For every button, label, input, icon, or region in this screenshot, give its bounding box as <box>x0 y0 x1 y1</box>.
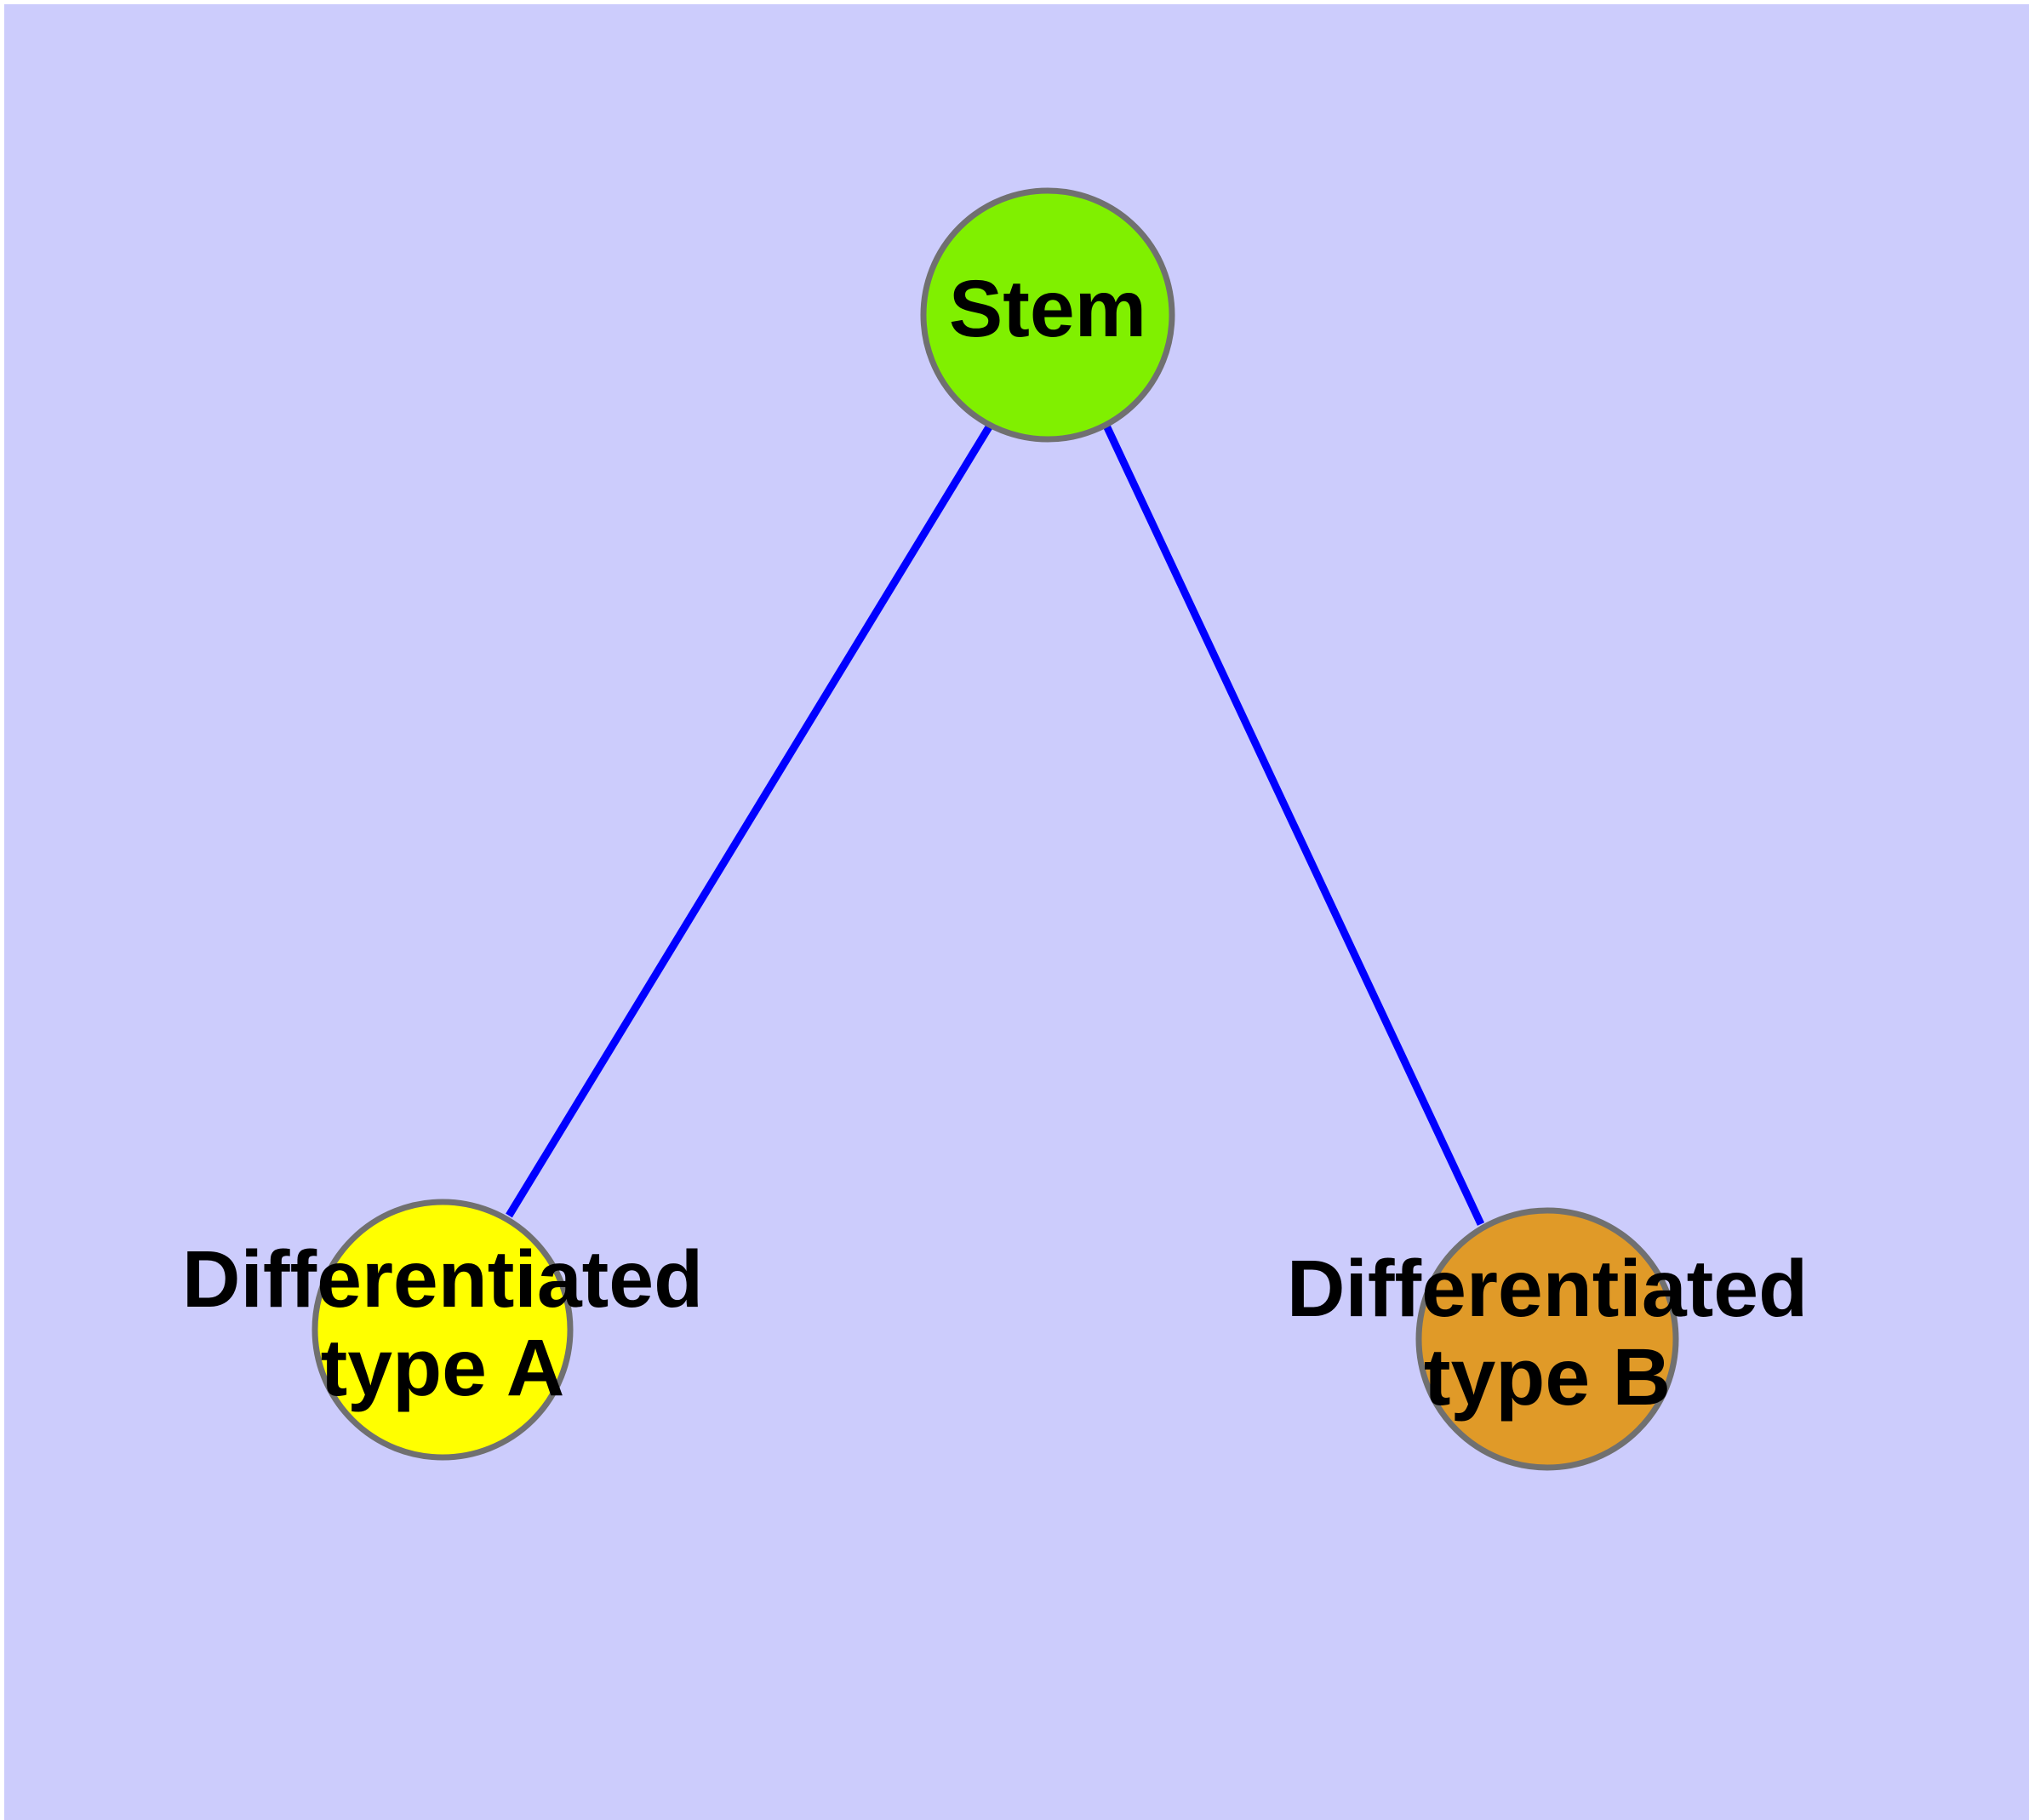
edge-stem-to-differentiated-type-b[interactable] <box>1102 424 1485 1226</box>
node-label-line: Stem <box>949 264 1146 354</box>
node-label-line: type B <box>1424 1332 1671 1422</box>
edge-layer <box>506 423 1485 1226</box>
node-label-line: Differentiated <box>1287 1244 1808 1334</box>
node-stem-label: Stem <box>949 264 1146 354</box>
node-label-line: Differentiated <box>182 1234 703 1325</box>
node-label-line: type A <box>321 1323 565 1413</box>
edge-stem-to-differentiated-type-a[interactable] <box>506 423 993 1218</box>
node-stem-circle[interactable] <box>920 187 1175 443</box>
node-differentiated-type-b-circle[interactable] <box>1415 1207 1679 1471</box>
node-stem[interactable]: Stem <box>920 187 1175 443</box>
node-differentiated-type-a-circle[interactable] <box>311 1199 574 1461</box>
